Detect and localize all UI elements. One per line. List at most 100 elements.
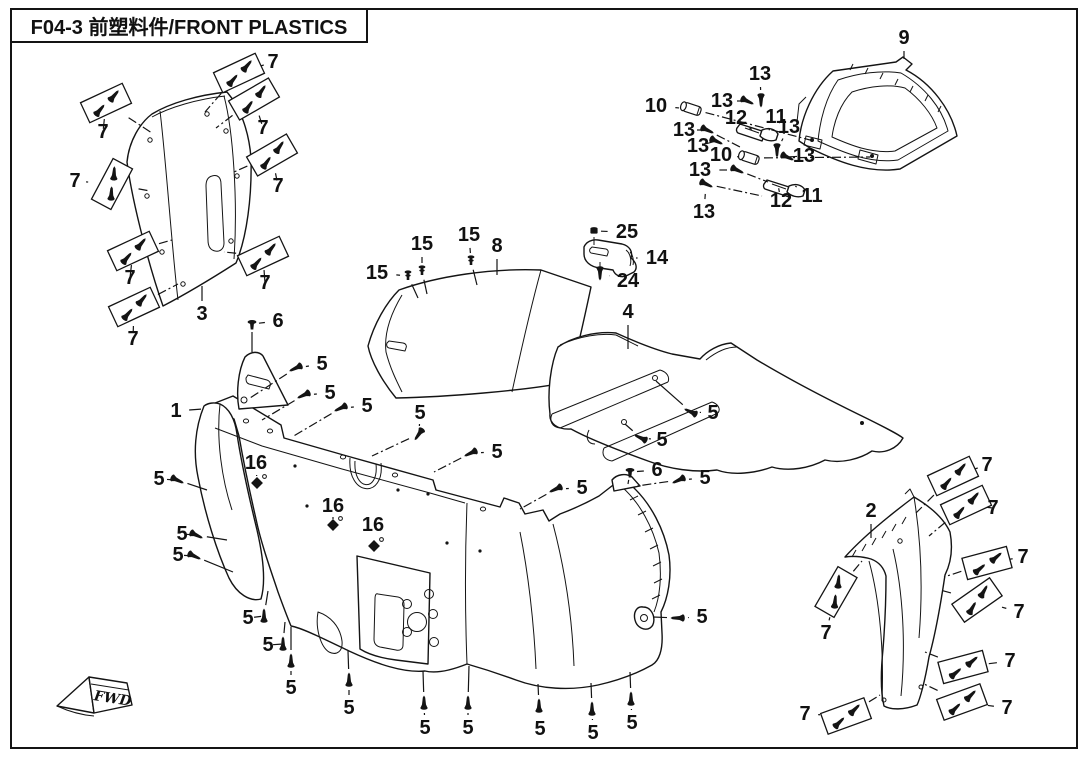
- part-number-label: 5: [576, 477, 587, 499]
- part-number-label: 5: [626, 712, 637, 734]
- callout-part-11: 11: [765, 106, 787, 131]
- part-number-label: 5: [419, 717, 430, 739]
- callout-part-5: 5: [624, 423, 668, 451]
- part-number-label: 5: [696, 606, 707, 628]
- part-number-label: 5: [262, 634, 273, 656]
- callout-part-15: 15: [411, 233, 433, 295]
- callout-part-5: 5: [534, 683, 546, 740]
- part-number-label: 13: [711, 90, 733, 112]
- callout-part-1: 1: [170, 400, 202, 422]
- callout-part-14: 14: [636, 247, 669, 269]
- callout-part-13: 13: [687, 134, 725, 157]
- part-number-label: 5: [414, 402, 425, 424]
- part-8-inner-panel: [367, 269, 592, 399]
- callout-part-7: 7: [69, 159, 151, 210]
- part-number-label: 7: [127, 328, 138, 350]
- callout-part-7: 7: [109, 283, 179, 350]
- part-number-label: 5: [172, 544, 183, 566]
- part-number-label: 12: [725, 107, 747, 129]
- callout-part-15: 15: [458, 224, 480, 286]
- part-number-label: 5: [153, 468, 164, 490]
- callout-part-5: 5: [371, 402, 426, 457]
- callout-part-7: 7: [915, 454, 993, 514]
- callout-part-9: 9: [898, 27, 910, 59]
- part-number-label: 7: [259, 272, 270, 294]
- callout-part-5: 5: [655, 380, 719, 424]
- callout-part-13: 13: [673, 119, 743, 149]
- part-number-label: 1: [170, 400, 181, 422]
- callout-part-13: 13: [711, 90, 756, 112]
- callout-part-10: 10: [645, 95, 811, 141]
- callout-part-12: 12: [770, 188, 792, 212]
- callout-part-5: 5: [462, 665, 474, 739]
- callout-part-5: 5: [261, 382, 336, 421]
- callout-part-5: 5: [419, 670, 431, 739]
- title-box: F04-3 前塑料件/FRONT PLASTICS: [10, 8, 368, 43]
- part-2-right-fender-panel: [844, 488, 953, 710]
- part-number-label: 13: [749, 63, 771, 85]
- callout-part-13: 13: [693, 177, 763, 223]
- page-border: [10, 8, 1078, 749]
- callout-part-7: 7: [223, 236, 288, 294]
- callout-part-5: 5: [153, 468, 208, 491]
- callout-part-5: 5: [262, 621, 287, 656]
- part-number-label: 7: [257, 117, 268, 139]
- part-number-label: 15: [458, 224, 480, 246]
- part-number-label: 5: [343, 697, 354, 719]
- callout-part-13: 13: [773, 116, 800, 158]
- part-number-label: 7: [69, 170, 80, 192]
- part-number-label: 13: [689, 159, 711, 181]
- part-number-label: 16: [322, 495, 344, 517]
- callout-part-5: 5: [285, 627, 297, 699]
- callout-part-5: 5: [242, 590, 269, 629]
- part-number-label: 5: [656, 429, 667, 451]
- part-number-label: 16: [245, 452, 267, 474]
- part-number-label: 6: [651, 459, 662, 481]
- part-number-label: 5: [324, 382, 335, 404]
- callout-part-5: 5: [587, 682, 599, 744]
- callout-part-5: 5: [176, 523, 228, 545]
- callout-part-7: 7: [815, 560, 863, 644]
- part-number-label: 12: [770, 190, 792, 212]
- part-4-floor-tray: [548, 331, 904, 474]
- part-number-label: 13: [793, 145, 815, 167]
- callout-part-7: 7: [215, 78, 279, 139]
- callout-part-13: 13: [689, 159, 769, 183]
- callout-part-7: 7: [923, 684, 1013, 720]
- part-number-label: 5: [285, 677, 296, 699]
- callout-part-7: 7: [81, 83, 153, 143]
- part-number-label: 13: [693, 201, 715, 223]
- part-number-label: 13: [673, 119, 695, 141]
- part-number-label: 7: [987, 497, 998, 519]
- part-number-label: 13: [687, 135, 709, 157]
- callout-part-5: 5: [652, 606, 708, 628]
- part-number-label: 5: [316, 353, 327, 375]
- part-number-label: 7: [124, 267, 135, 289]
- part-number-label: 5: [699, 467, 710, 489]
- part-number-label: 15: [411, 233, 433, 255]
- callout-part-7: 7: [233, 134, 297, 197]
- part-number-label: 6: [272, 310, 283, 332]
- callout-part-7: 7: [924, 650, 1016, 684]
- callout-part-5: 5: [626, 671, 638, 734]
- part-9-cover: [796, 56, 958, 171]
- callout-part-7: 7: [204, 51, 279, 113]
- callout-part-11: 11: [794, 185, 823, 207]
- part-number-label: 8: [491, 235, 502, 257]
- part-number-label: 5: [242, 607, 253, 629]
- callout-part-7: 7: [928, 485, 999, 537]
- part-number-label: 5: [361, 395, 372, 417]
- callout-part-7: 7: [943, 546, 1029, 580]
- part-number-label: 7: [799, 703, 810, 725]
- callout-part-2: 2: [865, 500, 877, 538]
- part-number-label: 9: [898, 27, 909, 49]
- callout-part-7: 7: [939, 578, 1025, 623]
- part-number-label: 4: [622, 301, 634, 323]
- callout-part-25: 25: [590, 221, 638, 243]
- part-number-label: 14: [646, 247, 669, 269]
- part-number-label: 5: [491, 441, 502, 463]
- part-number-label: 24: [617, 270, 640, 292]
